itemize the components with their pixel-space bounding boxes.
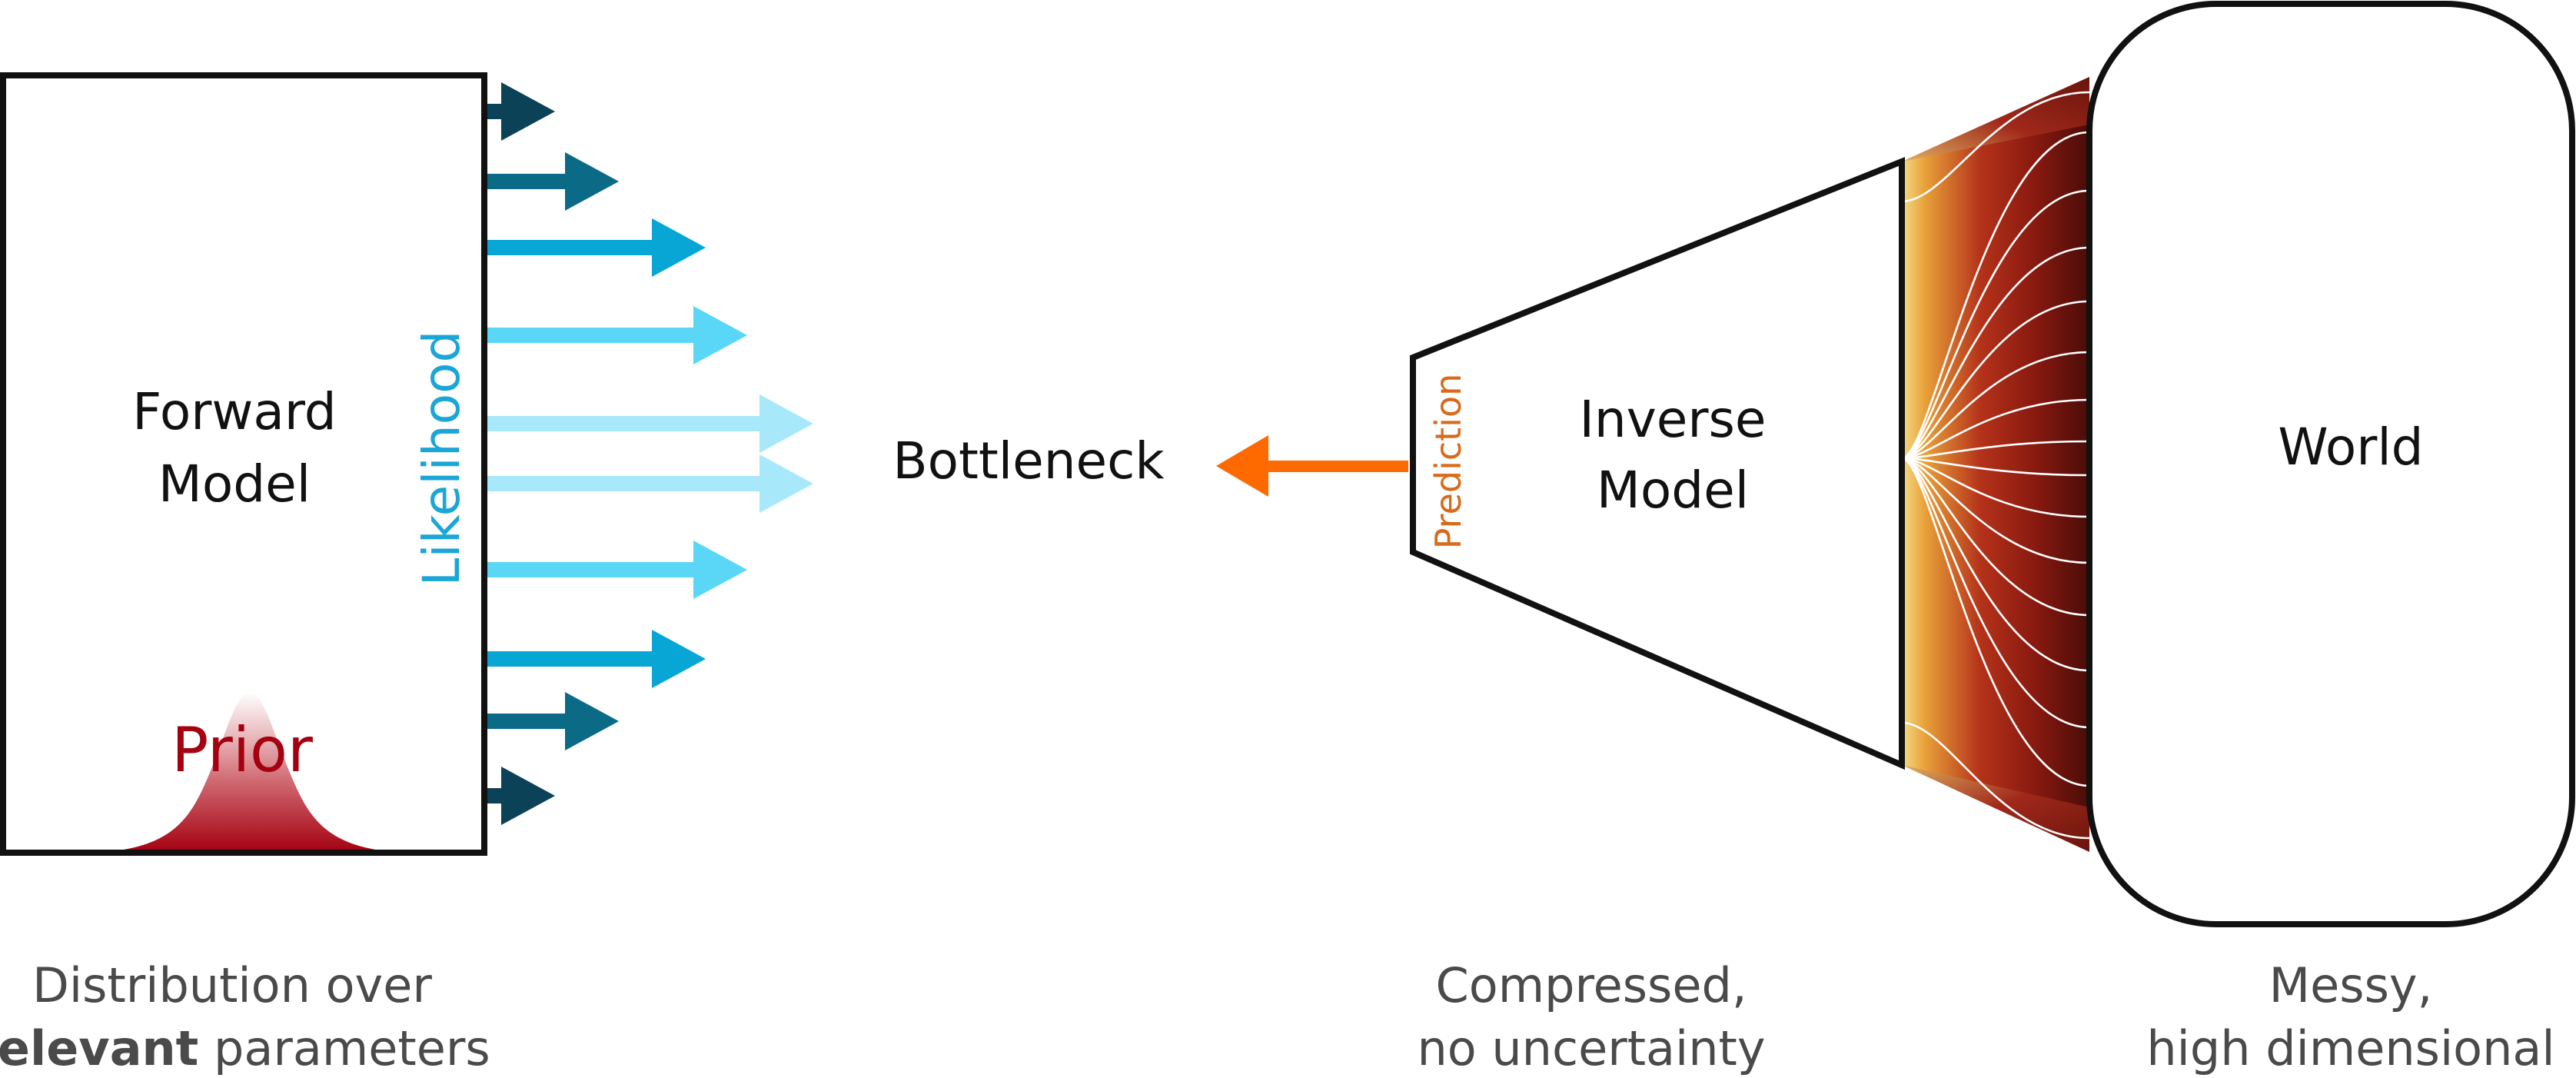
field-line (1901, 721, 2090, 840)
inverse-model-shape (1410, 157, 1905, 770)
field-line (1901, 457, 2090, 477)
prediction-arrow (1216, 435, 1408, 497)
field-line (1901, 440, 2090, 460)
world-caption-line2: high dimensional (2146, 1020, 2554, 1076)
likelihood-arrow (487, 218, 706, 277)
world-label: World (2278, 418, 2423, 477)
compression-gradient (1902, 125, 2089, 807)
likelihood-arrow (487, 541, 747, 599)
likelihood-arrow (487, 630, 706, 688)
field-line (1901, 246, 2090, 460)
field-line (1901, 457, 2090, 518)
inverse-model-title-line1: Inverse (1579, 390, 1766, 449)
likelihood-arrow (487, 454, 813, 513)
forward-model-title-line1: Forward (132, 382, 336, 441)
field-line (1901, 457, 2090, 617)
inverse-model-title-line2: Model (1597, 461, 1749, 520)
likelihood-arrows (487, 82, 813, 825)
field-line (1901, 457, 2090, 672)
world-box (2086, 1, 2575, 927)
likelihood-arrow (487, 306, 747, 364)
forward-model: Forward Model Likelihood Prior (0, 72, 487, 856)
field-line (1901, 398, 2090, 460)
compression-field (1901, 77, 2090, 852)
field-lines (1901, 91, 2090, 840)
field-line (1901, 457, 2090, 729)
field-line (1901, 457, 2090, 564)
field-line (1901, 189, 2090, 460)
world-caption-line1: Messy, (2269, 957, 2433, 1013)
likelihood-arrow (487, 767, 555, 825)
prior-distribution (92, 692, 407, 853)
forward-model-box (0, 72, 487, 856)
forward-model-title-line2: Model (158, 454, 311, 514)
forward-caption-line1: Distribution over (32, 957, 432, 1013)
world: World (2086, 1, 2575, 927)
field-line (1901, 457, 2090, 787)
likelihood-arrow (487, 152, 619, 211)
inverse-caption-line2: no uncertainty (1417, 1020, 1765, 1076)
field-line (1901, 300, 2090, 460)
field-line (1901, 131, 2090, 460)
likelihood-label: Likelihood (412, 331, 471, 587)
bottleneck-label: Bottleneck (892, 431, 1165, 491)
prior-label: Prior (171, 714, 313, 786)
likelihood-arrow (487, 692, 619, 750)
likelihood-arrow (487, 394, 813, 453)
inverse-model: Inverse Model Prediction (1410, 157, 1905, 770)
prediction-label: Prediction (1428, 374, 1469, 550)
likelihood-arrow (487, 82, 555, 141)
inverse-caption-line1: Compressed, (1435, 957, 1747, 1013)
field-line (1901, 351, 2090, 460)
forward-caption-rest: parameters (198, 1020, 490, 1076)
field-line (1901, 91, 2090, 203)
